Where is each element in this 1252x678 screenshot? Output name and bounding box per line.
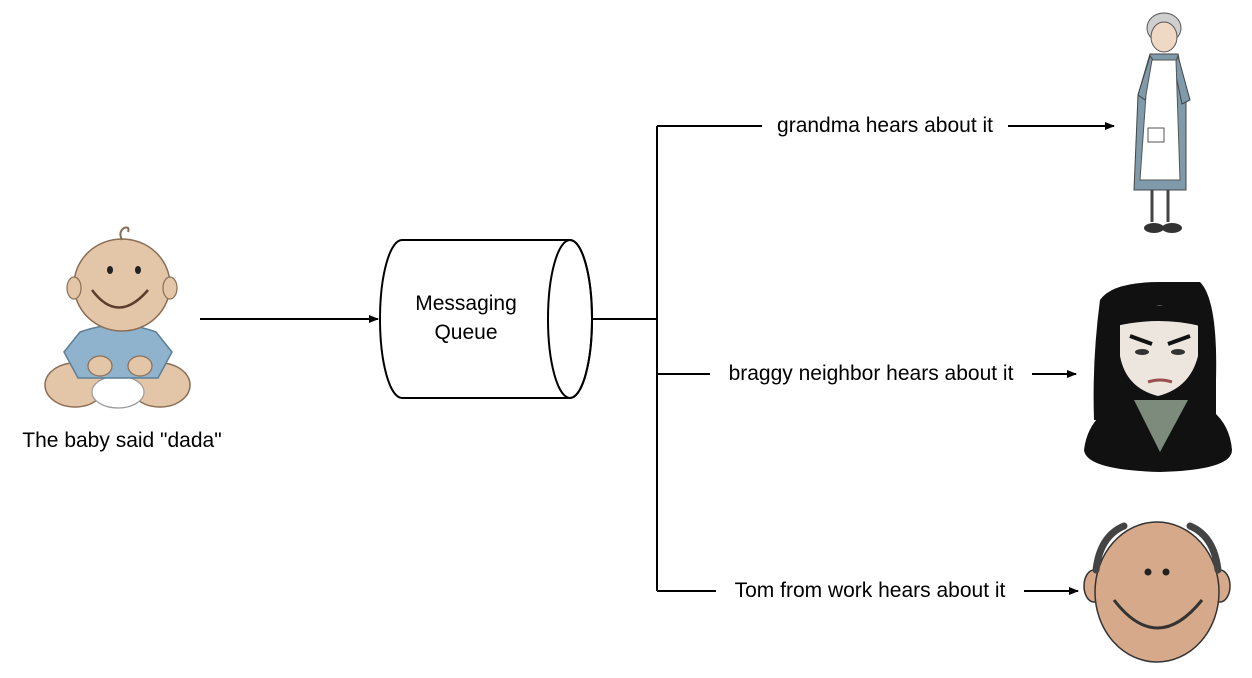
bald-man-icon xyxy=(1083,521,1231,663)
cylinder-shape xyxy=(379,239,593,399)
baby-icon xyxy=(44,226,191,409)
subscriber-2-label: braggy neighbor hears about it xyxy=(729,362,1014,385)
subscriber-1-label: grandma hears about it xyxy=(777,114,993,137)
woman-icon xyxy=(1084,282,1232,472)
queue-label-line1: Messaging xyxy=(415,292,517,315)
subscriber-3-label: Tom from work hears about it xyxy=(735,579,1006,602)
grandma-icon xyxy=(1133,12,1191,233)
source-caption: The baby said "dada" xyxy=(22,429,221,452)
queue-label-line2: Queue xyxy=(434,321,497,344)
